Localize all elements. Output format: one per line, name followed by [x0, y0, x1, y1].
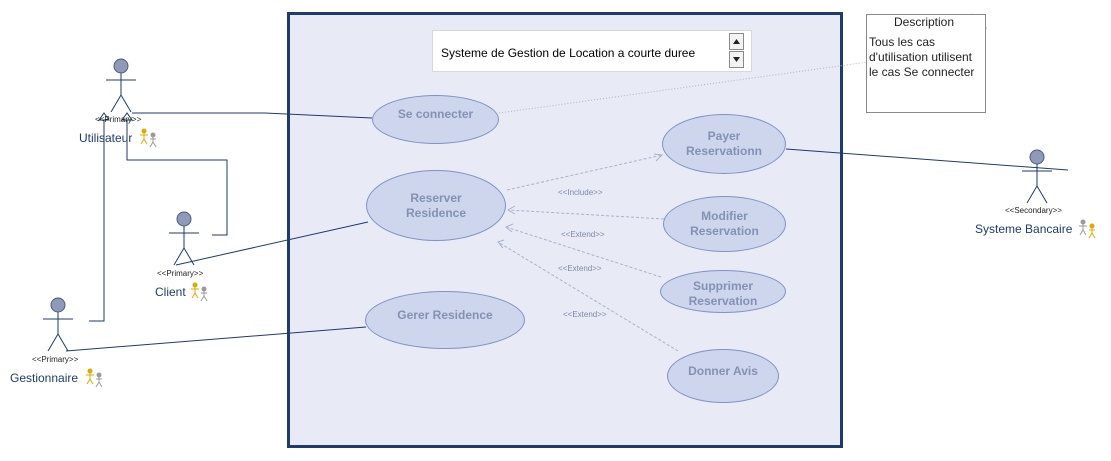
- extend-arrowhead: [505, 223, 514, 233]
- spinner-down-button[interactable]: [729, 51, 744, 68]
- system-title: Systeme de Gestion de Location a courte …: [441, 46, 696, 60]
- system-title-box[interactable]: [432, 30, 752, 72]
- systeme-bancaire-stereotype: <<Secondary>>: [1005, 206, 1062, 215]
- extend-arrowhead: [506, 205, 516, 215]
- assoc-client-reserver: [175, 221, 369, 266]
- assoc-payer-bancaire: [785, 148, 1069, 171]
- actor-gestionnaire: [43, 297, 73, 352]
- utilisateur-name[interactable]: Utilisateur: [79, 131, 133, 145]
- systeme-bancaire-name[interactable]: Systeme Bancaire: [975, 222, 1073, 236]
- note-title: Description: [893, 15, 955, 29]
- usecase-se-connecter[interactable]: Se connecter: [372, 95, 499, 144]
- include-line: [506, 154, 663, 191]
- extend-label-supprimer: <<Extend>>: [558, 264, 602, 273]
- triangle-down-icon: [733, 57, 740, 62]
- extend-line-avis: [497, 241, 679, 352]
- generalization-client-utilisateur: [126, 118, 228, 236]
- actor-badge-icon: [191, 282, 208, 302]
- actor-systeme-bancaire: [1022, 149, 1052, 204]
- title-spinner[interactable]: [729, 33, 744, 69]
- triangle-up-icon: [733, 39, 740, 44]
- generalization-arrowhead: [98, 112, 110, 121]
- actor-badge-icon: [86, 368, 103, 388]
- actor-badge-icon: [140, 128, 157, 148]
- assoc-utilisateur-se-connecter: [132, 112, 373, 119]
- extend-arrowhead: [497, 239, 505, 249]
- note-text: Tous les cas d'utilisation utilisent le …: [869, 35, 975, 79]
- extend-line-supprimer: [505, 226, 662, 278]
- client-stereotype: <<Primary>>: [157, 269, 204, 278]
- actor-badge-icon: [1079, 219, 1096, 239]
- include-arrowhead: [653, 153, 664, 162]
- assoc-gestionnaire-gerer: [65, 326, 367, 352]
- spinner-up-button[interactable]: [729, 33, 744, 50]
- actor-utilisateur: [106, 58, 136, 113]
- gestionnaire-name[interactable]: Gestionnaire: [10, 371, 79, 385]
- generalization-gestionnaire-utilisateur: [89, 118, 105, 322]
- description-note[interactable]: [866, 14, 986, 113]
- note-anchor-line: [498, 61, 869, 114]
- generalization-arrowhead: [121, 112, 133, 121]
- gestionnaire-stereotype: <<Primary>>: [32, 355, 79, 364]
- usecase-gerer-residence[interactable]: Gerer Residence: [365, 291, 525, 349]
- extend-label-avis: <<Extend>>: [563, 310, 607, 319]
- usecase-donner-avis[interactable]: Donner Avis: [667, 349, 779, 403]
- client-name[interactable]: Client: [155, 285, 186, 299]
- extend-line-modifier: [507, 209, 665, 220]
- extend-label-modifier: <<Extend>>: [561, 230, 605, 239]
- actor-client: [169, 211, 199, 266]
- utilisateur-stereotype: <<Primary>>: [95, 115, 142, 124]
- include-label: <<Include>>: [558, 188, 603, 197]
